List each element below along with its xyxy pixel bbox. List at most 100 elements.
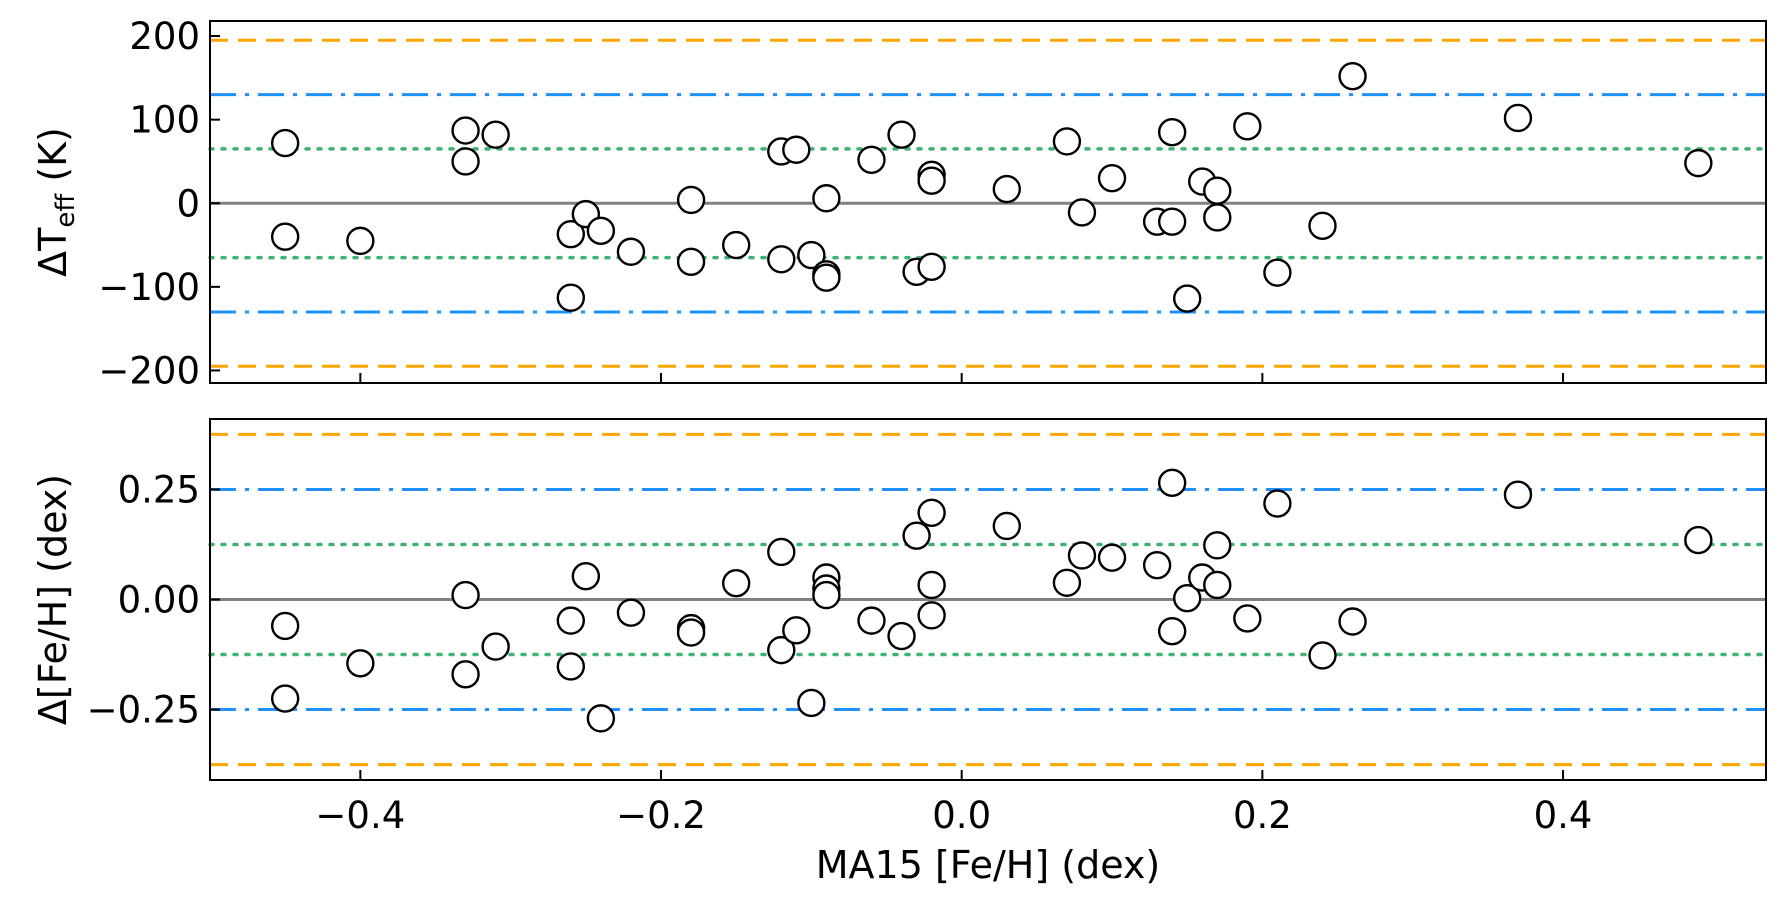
top-data-point (812, 184, 841, 213)
top-y-axis-label-subscript: eff (51, 193, 81, 228)
top-data-point (1308, 211, 1337, 241)
bot-data-point (556, 652, 586, 681)
bot-y-tick-label: 0.00 (118, 579, 200, 622)
bot-data-point (1233, 604, 1262, 633)
top-data-point (1067, 198, 1097, 227)
bot-data-point (346, 649, 375, 678)
bot-data-point (1203, 531, 1232, 560)
top-y-tick-label: 0 (176, 182, 200, 225)
top-data-point (676, 247, 706, 276)
top-data-point (481, 120, 510, 149)
bot-data-point (586, 704, 616, 733)
bot-data-point (1308, 641, 1337, 670)
bot-data-point (1338, 607, 1367, 636)
bottom-axes-frame (209, 418, 1767, 781)
top-data-point (1503, 103, 1533, 133)
bot-data-point (451, 580, 480, 610)
top-y-tick-label: −200 (98, 349, 200, 392)
top-data-point (812, 263, 841, 292)
top-y-tick-label: −100 (98, 266, 200, 309)
bot-x-tick-label: 0.4 (1534, 794, 1593, 837)
top-data-point (451, 147, 480, 176)
top-data-point (857, 145, 886, 174)
bottom-reference-lines (208, 432, 1768, 767)
top-y-tick-label: 100 (129, 99, 200, 142)
top-data-point (270, 222, 300, 251)
bot-data-point (1157, 616, 1187, 646)
top-data-point (767, 245, 796, 274)
top-data-point (782, 135, 811, 164)
top-ticks: −200 −100 0 100 200 (98, 15, 1565, 392)
bot-data-point (1172, 583, 1202, 613)
top-y-axis-label-unit: (K) (31, 127, 75, 194)
bot-x-tick-label: −0.4 (315, 794, 405, 837)
bot-data-point (1052, 568, 1082, 597)
bot-data-point (782, 616, 811, 645)
bot-y-tick-label: −0.25 (87, 689, 200, 732)
bot-data-point (1263, 489, 1292, 518)
bot-data-point (767, 537, 796, 567)
bot-y-tick-label: 0.25 (118, 468, 200, 511)
bot-x-tick-label: 0.2 (1233, 794, 1292, 837)
bot-data-point (812, 580, 841, 610)
top-data-point (1263, 258, 1292, 287)
top-data-point (797, 240, 826, 270)
bot-data-point (1503, 480, 1533, 509)
top-axes-frame (209, 20, 1767, 384)
bot-data-point (917, 601, 946, 630)
bot-data-point (481, 632, 510, 661)
top-data-point (451, 116, 480, 145)
bot-data-point (917, 570, 946, 600)
top-data-point (887, 120, 916, 149)
top-y-tick-label: 200 (129, 15, 200, 58)
top-data-point (1233, 112, 1262, 141)
top-data-point (992, 174, 1021, 204)
bot-data-point (556, 606, 586, 635)
top-data-point (917, 252, 946, 281)
bot-data-point (797, 688, 826, 718)
bottom-y-axis-label: Δ[Fe/H] (dex) (31, 474, 75, 725)
bot-data-point (917, 498, 946, 527)
top-data-point (1172, 284, 1202, 313)
bot-data-point (1203, 570, 1232, 600)
top-data-point (1097, 163, 1127, 193)
bot-data-point (1684, 525, 1713, 555)
bot-data-point (270, 684, 300, 713)
bot-data-point (270, 611, 300, 641)
bot-data-point (1067, 541, 1097, 570)
bot-data-point (451, 660, 480, 689)
top-data-point (1157, 207, 1187, 236)
top-data-point (1338, 61, 1367, 91)
top-data-point (1157, 117, 1187, 147)
bot-data-point (887, 621, 916, 651)
bot-data-point (676, 618, 706, 647)
top-data-point (556, 219, 586, 249)
top-reference-lines (208, 38, 1768, 368)
bot-data-point (857, 606, 886, 635)
top-panel: −200 −100 0 100 200 ΔTeff (K) (31, 15, 1768, 392)
bot-data-point (902, 521, 931, 550)
bot-data-point (1157, 468, 1187, 498)
top-data-point (616, 237, 646, 266)
top-data-point (586, 216, 616, 246)
bot-x-tick-label: 0.0 (932, 794, 991, 837)
top-data-point (346, 226, 375, 256)
bot-data-point (992, 511, 1021, 541)
top-data-point (556, 283, 586, 312)
bot-data-point (767, 635, 796, 665)
bot-data-point (721, 569, 751, 598)
x-axis-label: MA15 [Fe/H] (dex) (816, 843, 1160, 887)
top-data-point (1203, 176, 1232, 205)
top-data-point (270, 128, 300, 158)
bot-data-point (1097, 543, 1127, 572)
bottom-data-points (270, 468, 1713, 733)
bot-data-point (616, 598, 646, 627)
bot-data-point (571, 561, 601, 591)
top-data-points (270, 61, 1713, 313)
bot-data-point (1142, 550, 1172, 580)
top-y-axis-label: ΔTeff (K) (31, 127, 81, 277)
top-data-point (1684, 148, 1713, 178)
